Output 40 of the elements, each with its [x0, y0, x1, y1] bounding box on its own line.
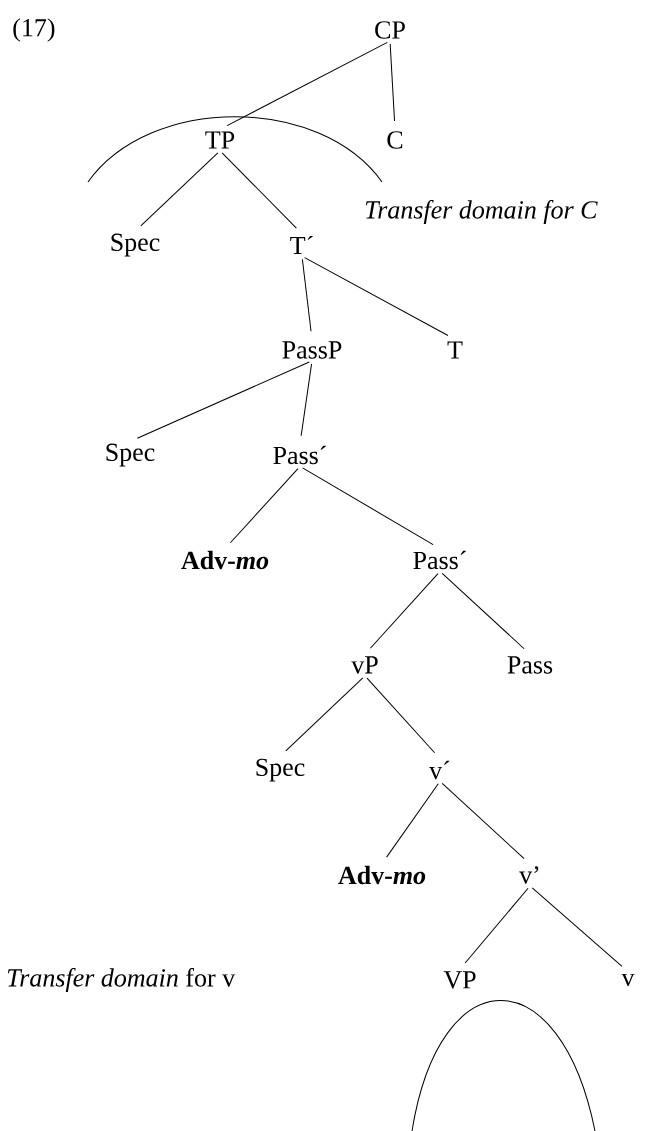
- tree-branch: [285, 677, 364, 752]
- tree-branch: [389, 43, 396, 122]
- tree-branch: [301, 258, 312, 332]
- tree-branch: [441, 572, 525, 650]
- tree-branch: [226, 41, 388, 127]
- tree-branch: [369, 573, 439, 649]
- example-number: (17): [13, 18, 55, 42]
- tree-branch: [464, 887, 529, 964]
- tree-branch: [441, 782, 525, 860]
- tree-label: Adv-mo: [338, 865, 426, 885]
- tree-branch: [386, 783, 439, 858]
- tree-branch: [302, 467, 434, 546]
- tree-label: TP: [205, 131, 235, 149]
- tree-label: T´: [290, 235, 313, 255]
- tree-branch: [221, 152, 297, 229]
- tree-label: Pass: [507, 656, 553, 674]
- tree-label: Pass´: [273, 445, 326, 465]
- tree-branch: [229, 468, 299, 544]
- tree-branch: [366, 677, 436, 754]
- tree-branch: [531, 887, 623, 967]
- tree-label: v´: [429, 760, 450, 780]
- tree-label: C: [387, 131, 403, 149]
- tree-label: vP: [351, 656, 378, 674]
- tree-label: Spec: [106, 443, 155, 467]
- tree-label: CP: [375, 21, 405, 39]
- tree-branch: [140, 152, 219, 227]
- tree-label: v: [621, 973, 635, 987]
- tree-label: Adv-mo: [181, 550, 269, 570]
- tree-label: PassP: [282, 341, 342, 359]
- tree-label: Spec: [111, 233, 160, 257]
- tree-label: Pass´: [413, 550, 466, 570]
- tree-label: v’: [519, 866, 539, 884]
- domain-label: Transfer domain for v: [7, 968, 236, 992]
- tree-branch: [300, 363, 313, 437]
- domain-label: Transfer domain for C: [365, 200, 598, 224]
- tree-label: Spec: [256, 758, 305, 782]
- tree-branch: [304, 257, 449, 336]
- tree-label: T: [447, 341, 463, 359]
- tree-branch: [136, 361, 310, 439]
- tree-label: VP: [443, 971, 476, 989]
